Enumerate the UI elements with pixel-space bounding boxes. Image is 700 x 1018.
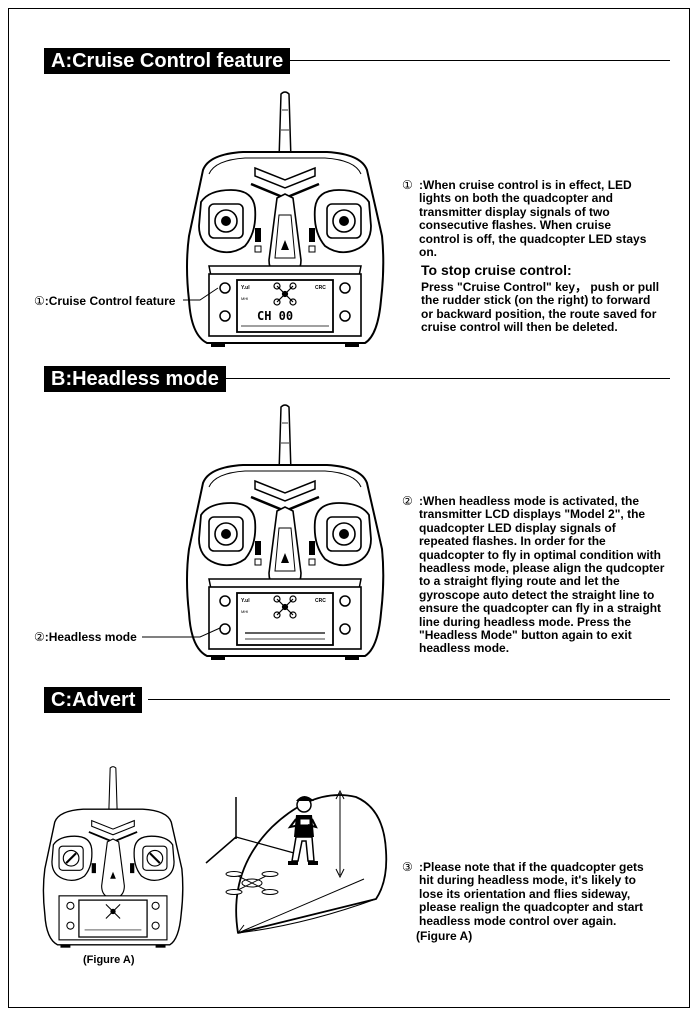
cruise-control-leader-line [183, 287, 219, 301]
cruise-control-description: ①:When cruise control is in effect, LED … [402, 178, 647, 260]
figure-a-caption: (Figure A) [83, 954, 135, 966]
section-c-title: C:Advert [44, 687, 143, 713]
section-b-title: B:Headless mode [44, 366, 226, 392]
headless-mode-leader-line [142, 627, 221, 638]
section-c-rule [148, 699, 670, 700]
section-a-title: A:Cruise Control feature [44, 48, 291, 74]
headless-mode-description: ②:When headless mode is activated, the t… [402, 494, 665, 656]
svg-text:MHI: MHI [241, 296, 248, 301]
cruise-control-callout-label: ①:Cruise Control feature [34, 294, 176, 308]
svg-text:MHI: MHI [241, 609, 248, 614]
section-a-rule [290, 60, 670, 61]
svg-text:CRC: CRC [315, 285, 326, 291]
pilot-flying-quadcopter-illustration [205, 789, 388, 934]
advert-description: ③:Please note that if the quadcopter get… [402, 860, 644, 928]
svg-text:Y.ul: Y.ul [241, 598, 250, 604]
svg-text:CH 00: CH 00 [257, 309, 293, 323]
transmitter-remote-illustration: Y.ul CRC MHI [186, 404, 385, 660]
section-b-rule [222, 378, 670, 379]
headless-mode-callout-label: ②:Headless mode [34, 630, 137, 644]
transmitter-remote-illustration: Y.ul CRC MHI CH 00 [186, 91, 385, 347]
transmitter-remote-illustration [42, 766, 184, 948]
stop-cruise-control-heading: To stop cruise control: [421, 262, 572, 278]
page-frame [8, 8, 690, 1008]
stop-cruise-control-text: Press "Cruise Control" key， push or pull… [421, 280, 660, 335]
svg-text:CRC: CRC [315, 598, 326, 604]
advert-figure-reference: (Figure A) [416, 929, 473, 943]
svg-text:Y.ul: Y.ul [241, 285, 250, 291]
